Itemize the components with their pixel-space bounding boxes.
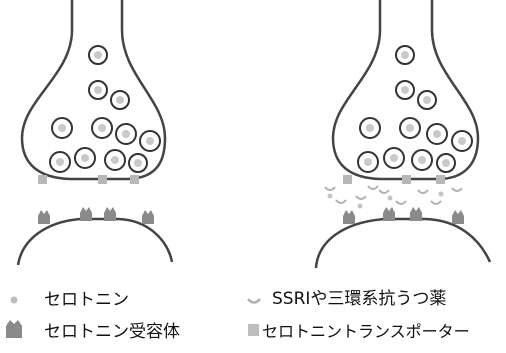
left-synapse bbox=[18, 0, 172, 265]
right-vesicles bbox=[358, 46, 472, 172]
legend-receptor-label: セロトニン受容体 bbox=[44, 322, 180, 342]
legend-transporter-label: セロトニントランスポーター bbox=[262, 322, 470, 342]
legend-serotonin-label: セロトニン bbox=[44, 290, 129, 310]
right-synapse bbox=[316, 0, 490, 268]
left-postsynaptic-membrane bbox=[18, 219, 172, 265]
right-postsynaptic-membrane bbox=[316, 219, 490, 268]
legend-drug-label: SSRIや三環系抗うつ薬 bbox=[272, 289, 446, 309]
legend-transporter-icon bbox=[248, 324, 259, 336]
legend-drug-icon bbox=[248, 299, 260, 303]
left-vesicles bbox=[50, 46, 160, 172]
legend-serotonin-icon bbox=[11, 297, 18, 304]
legend-receptor-icon bbox=[6, 320, 22, 338]
